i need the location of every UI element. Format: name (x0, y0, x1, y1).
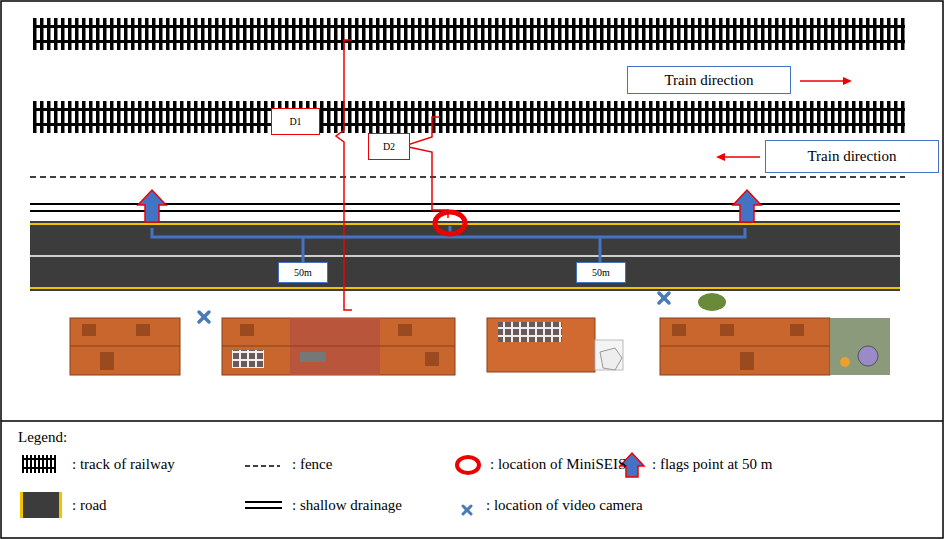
box-text: D1 (289, 116, 301, 127)
direction-box: Train direction (627, 66, 791, 94)
box-text: 50m (592, 267, 610, 278)
legend-text: : location of MiniSEIS (490, 456, 626, 473)
box-text: Train direction (664, 72, 753, 89)
houses (70, 293, 890, 375)
box-text: Train direction (807, 148, 896, 165)
legend-text: : track of railway (72, 456, 175, 473)
legend-text: : location of video camera (486, 497, 643, 514)
legend-text: : road (72, 497, 107, 514)
legend-heading: Legend: (18, 429, 67, 446)
legend-text: : fence (292, 456, 332, 473)
box-text: D2 (383, 141, 395, 152)
box-text: 50m (294, 267, 312, 278)
dimension-box: 50m (576, 262, 626, 283)
distance-box: D1 (271, 108, 320, 135)
dimension-box: 50m (278, 262, 328, 283)
distance-box: D2 (368, 133, 410, 160)
direction-box: Train direction (765, 140, 939, 173)
legend-text: : shallow drainage (292, 497, 402, 514)
legend-text: : flags point at 50 m (652, 456, 772, 473)
